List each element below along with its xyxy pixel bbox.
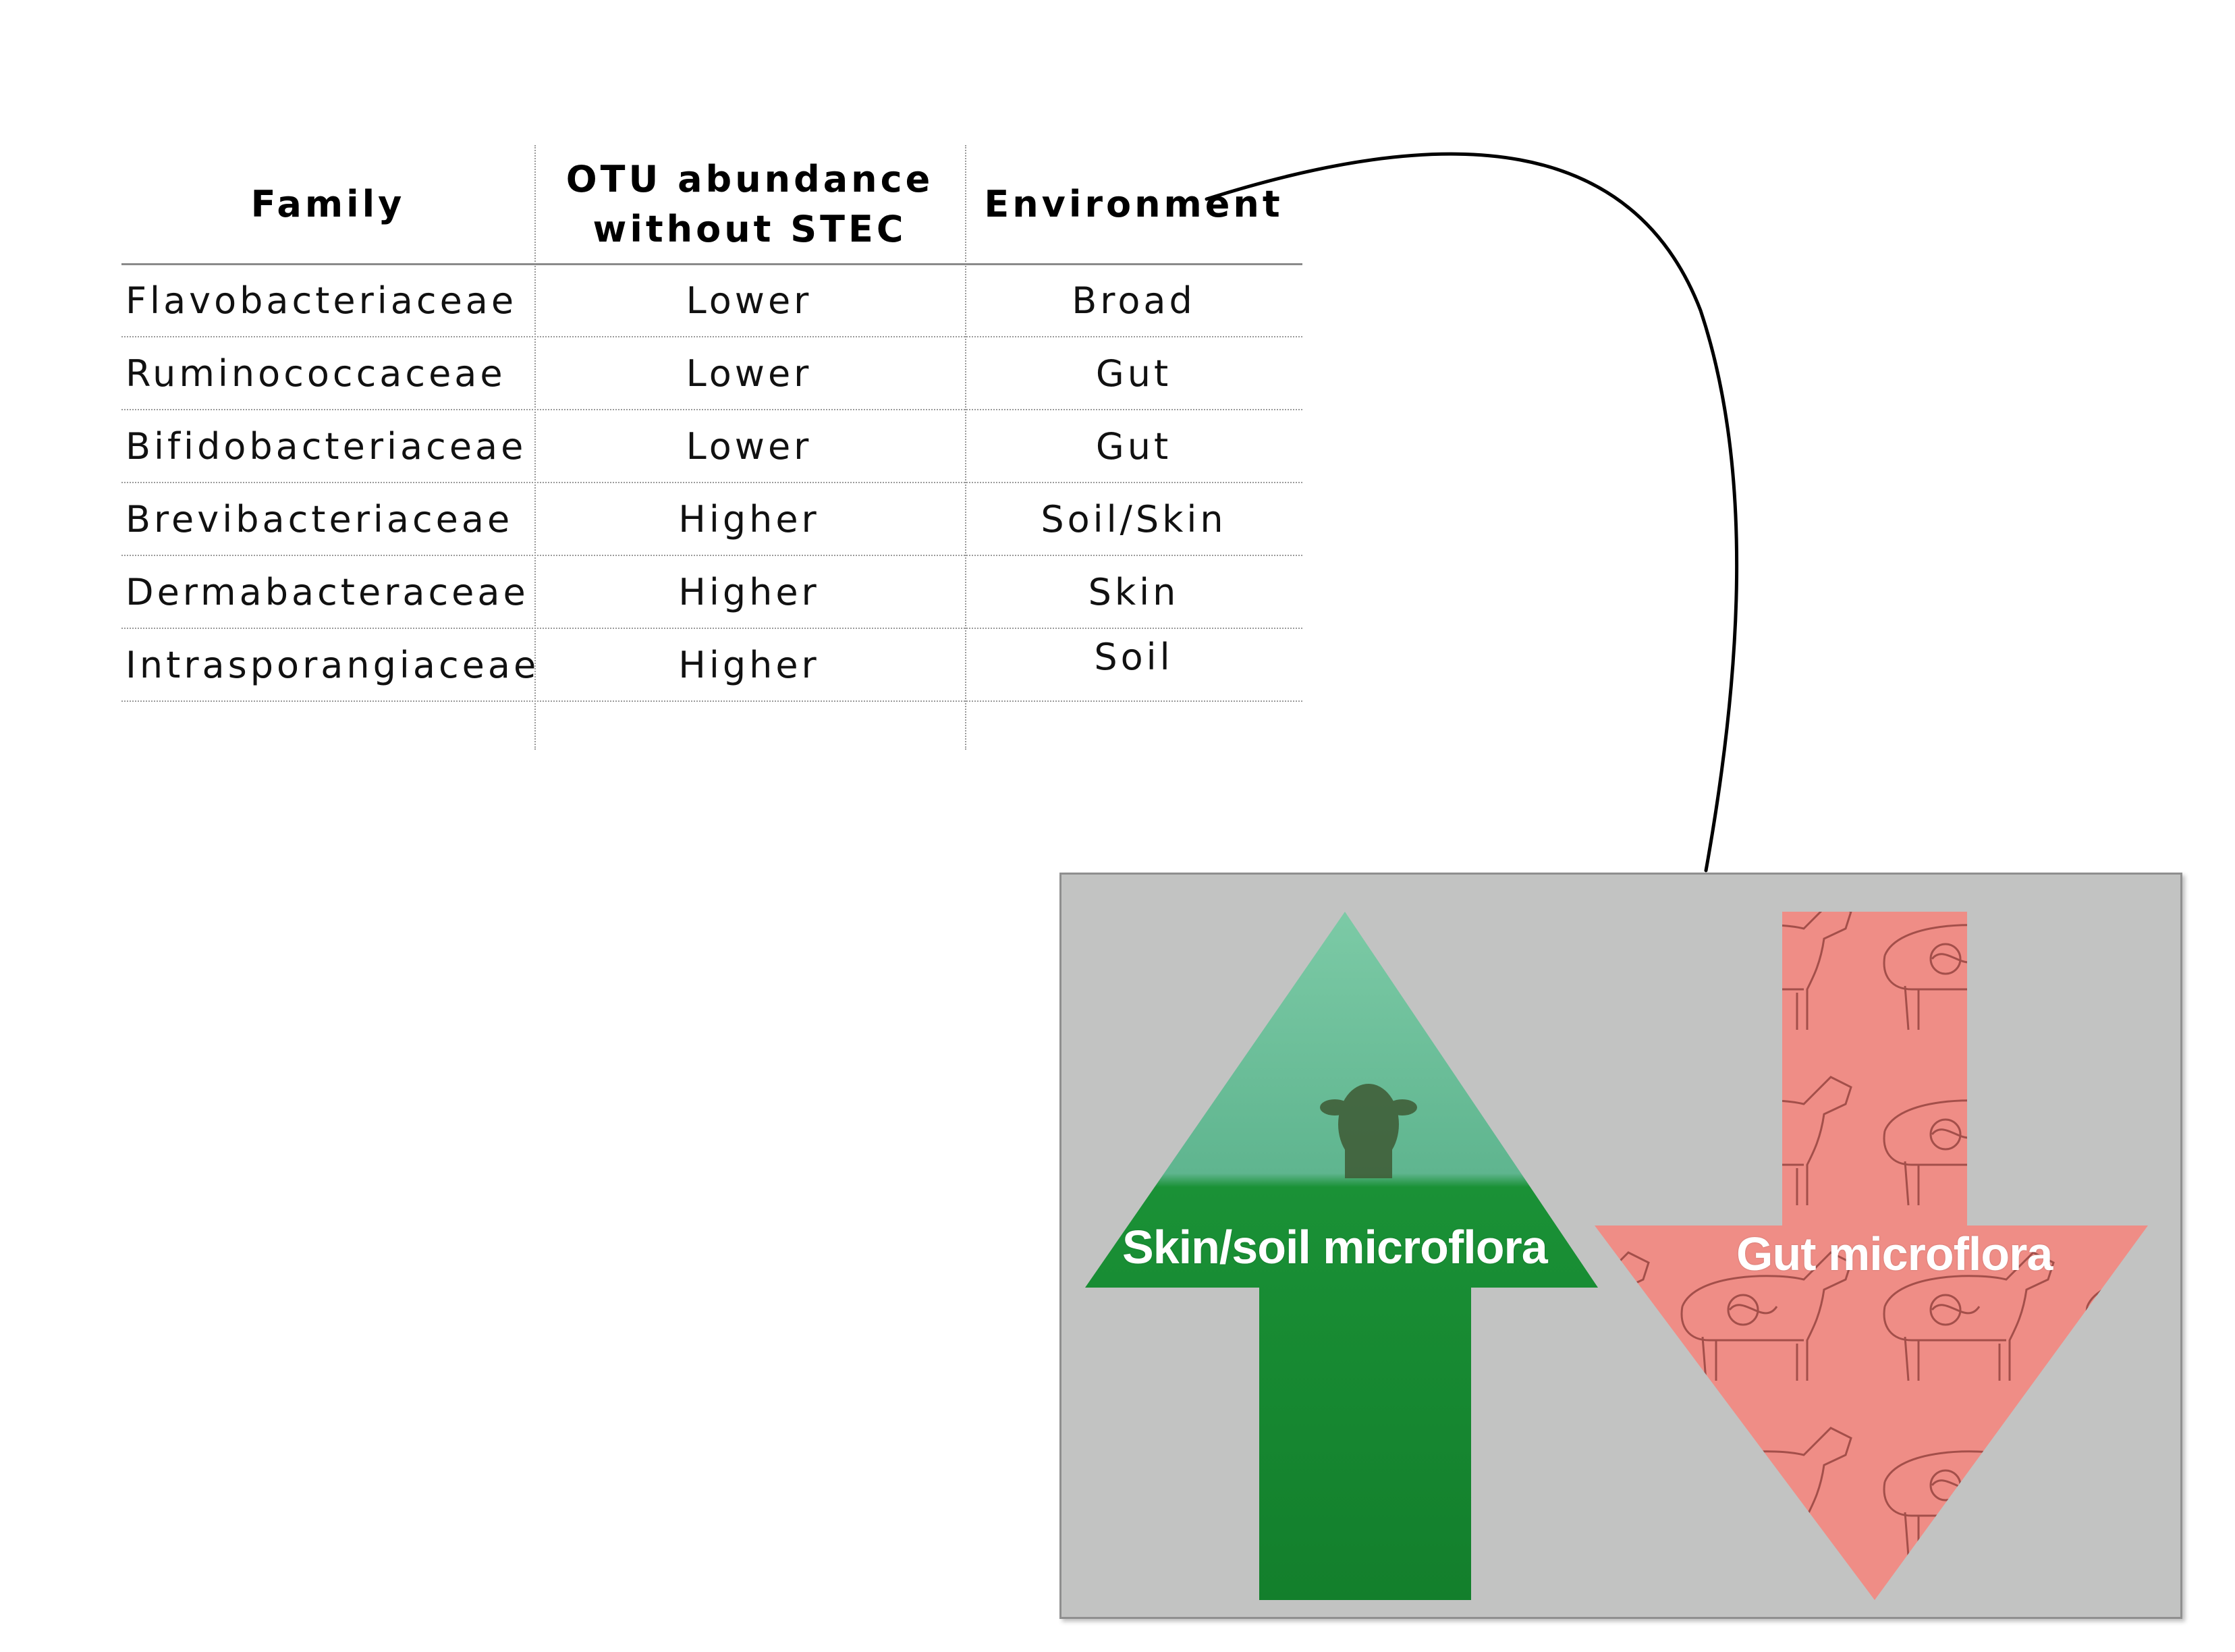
table-row: Intrasporangiaceae Higher Soil	[121, 629, 1302, 702]
microflora-panel: Skin/soil microflora Gut microflora	[1059, 873, 2182, 1619]
column-divider	[534, 145, 536, 750]
cell-abundance: Lower	[686, 279, 812, 322]
table-row: Bifidobacteriaceae Lower Gut	[121, 410, 1302, 483]
panel-graphics	[1085, 912, 2148, 1600]
cell-family: Flavobacteriaceae	[126, 279, 518, 322]
header-environment: Environment	[965, 145, 1302, 263]
cell-abundance: Higher	[678, 497, 820, 541]
cell-abundance: Lower	[686, 352, 812, 395]
table-header-row: Family OTU abundance without STEC Enviro…	[121, 145, 1302, 265]
table-row: Ruminococcaceae Lower Gut	[121, 337, 1302, 410]
cell-environment: Soil/Skin	[1041, 497, 1227, 541]
cell-family: Intrasporangiaceae	[126, 643, 540, 686]
cell-environment: Skin	[1088, 570, 1180, 613]
cell-family: Bifidobacteriaceae	[126, 424, 527, 468]
table-row: Dermabacteraceae Higher Skin	[121, 556, 1302, 629]
header-environment-label: Environment	[984, 182, 1284, 225]
cell-environment: Soil	[1094, 636, 1174, 678]
column-divider	[965, 145, 966, 750]
cell-environment: Broad	[1072, 279, 1196, 322]
arrow-up-icon	[1085, 912, 1598, 1600]
header-abundance: OTU abundance without STEC	[534, 145, 965, 263]
header-abundance-line1: OTU abundance	[565, 157, 934, 200]
cell-abundance: Lower	[686, 424, 812, 468]
table-row: Flavobacteriaceae Lower Broad	[121, 265, 1302, 337]
arrow-down-icon	[1595, 912, 2148, 1600]
header-abundance-line2: without STEC	[592, 207, 907, 250]
cell-abundance: Higher	[678, 643, 820, 686]
cell-family: Ruminococcaceae	[126, 352, 506, 395]
cell-family: Brevibacteriaceae	[126, 497, 514, 541]
cow-photo-icon	[1320, 1084, 1417, 1178]
cell-environment: Gut	[1095, 424, 1172, 468]
cell-abundance: Higher	[678, 570, 820, 613]
cell-environment: Gut	[1095, 352, 1172, 395]
gut-label: Gut microflora	[1736, 1228, 2053, 1280]
table-row: Brevibacteriaceae Higher Soil/Skin	[121, 483, 1302, 556]
skin-soil-label: Skin/soil microflora	[1122, 1221, 1548, 1273]
header-family-label: Family	[250, 182, 406, 225]
cell-family: Dermabacteraceae	[126, 570, 529, 613]
header-family: Family	[121, 145, 534, 263]
